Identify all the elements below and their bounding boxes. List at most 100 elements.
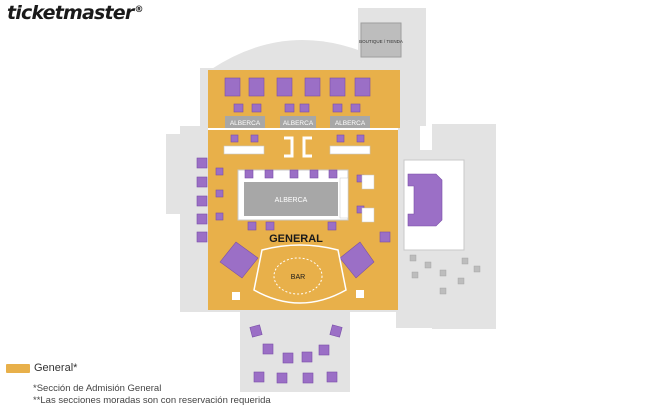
small-pools bbox=[225, 116, 370, 128]
terrace-booths[interactable] bbox=[249, 324, 343, 384]
lounge-area bbox=[396, 238, 496, 328]
upper-booths[interactable] bbox=[224, 77, 371, 113]
pool-label-3: ALBERCA bbox=[335, 120, 366, 127]
booth-small[interactable] bbox=[356, 134, 365, 143]
left-booths[interactable] bbox=[196, 157, 224, 243]
pool-steps bbox=[339, 177, 349, 219]
booth[interactable] bbox=[326, 371, 338, 383]
booth-small[interactable] bbox=[250, 134, 259, 143]
booth-large-right[interactable] bbox=[339, 241, 375, 279]
booth[interactable] bbox=[224, 77, 241, 97]
booth-small[interactable] bbox=[244, 169, 254, 179]
booth[interactable] bbox=[276, 77, 293, 97]
bar-outline bbox=[253, 244, 347, 304]
lounge-benches bbox=[223, 145, 371, 155]
step bbox=[356, 290, 364, 298]
booth-small[interactable] bbox=[215, 167, 224, 176]
lounge-chair bbox=[411, 271, 419, 279]
booth[interactable] bbox=[248, 77, 265, 97]
booth[interactable] bbox=[329, 77, 346, 97]
brand-name: ticketmaster bbox=[7, 2, 134, 24]
pool-box-3 bbox=[330, 116, 370, 128]
booth-small[interactable] bbox=[215, 189, 224, 198]
pool-box-1 bbox=[225, 116, 265, 128]
booth[interactable] bbox=[276, 372, 288, 384]
booth-small[interactable] bbox=[265, 221, 275, 231]
stage-bracket bbox=[284, 136, 312, 158]
booth-small[interactable] bbox=[230, 134, 239, 143]
lounge-chair bbox=[473, 265, 481, 273]
booth-small[interactable] bbox=[247, 221, 257, 231]
booth-small[interactable] bbox=[251, 103, 262, 113]
booth-small[interactable] bbox=[336, 134, 345, 143]
lounge-chair bbox=[439, 269, 447, 277]
note-reserved: **Las secciones moradas son con reservac… bbox=[33, 395, 271, 406]
pool-booths[interactable] bbox=[244, 169, 338, 231]
booth[interactable] bbox=[354, 77, 371, 97]
boutique-box bbox=[360, 22, 402, 58]
booth[interactable] bbox=[253, 371, 265, 383]
booth-small[interactable] bbox=[350, 103, 361, 113]
mid-booths[interactable] bbox=[230, 134, 365, 143]
booth[interactable] bbox=[379, 231, 391, 243]
lounge-chair bbox=[457, 277, 465, 285]
booth-small[interactable] bbox=[233, 103, 244, 113]
bench bbox=[223, 145, 265, 155]
booth[interactable] bbox=[249, 324, 263, 338]
booth-small[interactable] bbox=[284, 103, 295, 113]
booth[interactable] bbox=[196, 231, 208, 243]
booth[interactable] bbox=[196, 176, 208, 188]
booth-large-left[interactable] bbox=[219, 241, 259, 279]
booth-small[interactable] bbox=[215, 212, 224, 221]
booth-small[interactable] bbox=[264, 169, 274, 179]
legend-label-general: General* bbox=[34, 362, 78, 374]
legend-swatch-general bbox=[6, 363, 30, 373]
steps bbox=[339, 177, 349, 219]
right-benches bbox=[361, 174, 375, 223]
booth[interactable] bbox=[304, 77, 321, 97]
pool-label-1: ALBERCA bbox=[230, 120, 261, 127]
booth-small[interactable] bbox=[289, 169, 299, 179]
legend: General* bbox=[6, 362, 77, 374]
booth[interactable] bbox=[329, 324, 343, 338]
lounge-chair bbox=[461, 257, 469, 265]
pool-label-2: ALBERCA bbox=[283, 120, 314, 127]
pool-box-2 bbox=[280, 116, 316, 128]
ticketmaster-logo: ticketmaster® bbox=[7, 2, 143, 24]
bar-label: BAR bbox=[291, 274, 305, 281]
booth[interactable] bbox=[301, 351, 313, 363]
booth[interactable] bbox=[196, 157, 208, 169]
booth-small[interactable] bbox=[299, 103, 310, 113]
boutique-label: BOUTIQUE / TIENDA bbox=[359, 39, 403, 44]
general-label: GENERAL bbox=[269, 233, 323, 245]
booth-small[interactable] bbox=[309, 169, 319, 179]
main-pool bbox=[244, 182, 338, 216]
bar-area[interactable] bbox=[248, 235, 352, 307]
bar-ring bbox=[273, 257, 323, 295]
registered-mark: ® bbox=[134, 4, 143, 15]
step bbox=[232, 292, 240, 300]
lounge-furniture bbox=[409, 254, 481, 295]
bench bbox=[361, 207, 375, 223]
booth-small[interactable] bbox=[327, 221, 337, 231]
large-booths[interactable] bbox=[219, 241, 375, 279]
booth[interactable] bbox=[302, 372, 314, 384]
bench bbox=[361, 174, 375, 190]
booth-small[interactable] bbox=[328, 169, 338, 179]
lounge-chair bbox=[424, 261, 432, 269]
booth[interactable] bbox=[282, 352, 294, 364]
bench bbox=[329, 145, 371, 155]
booth[interactable] bbox=[196, 213, 208, 225]
booth[interactable] bbox=[318, 344, 330, 356]
note-general: *Sección de Admisión General bbox=[33, 383, 162, 394]
lounge-chair bbox=[409, 254, 417, 262]
reserved-u-booth[interactable] bbox=[407, 173, 443, 227]
bar-steps bbox=[232, 290, 364, 300]
lounge-chair bbox=[439, 287, 447, 295]
booth-small[interactable] bbox=[332, 103, 343, 113]
booth[interactable] bbox=[196, 195, 208, 207]
main-pool-label: ALBERCA bbox=[275, 197, 308, 204]
booth[interactable] bbox=[262, 343, 274, 355]
dome-top bbox=[210, 40, 400, 70]
